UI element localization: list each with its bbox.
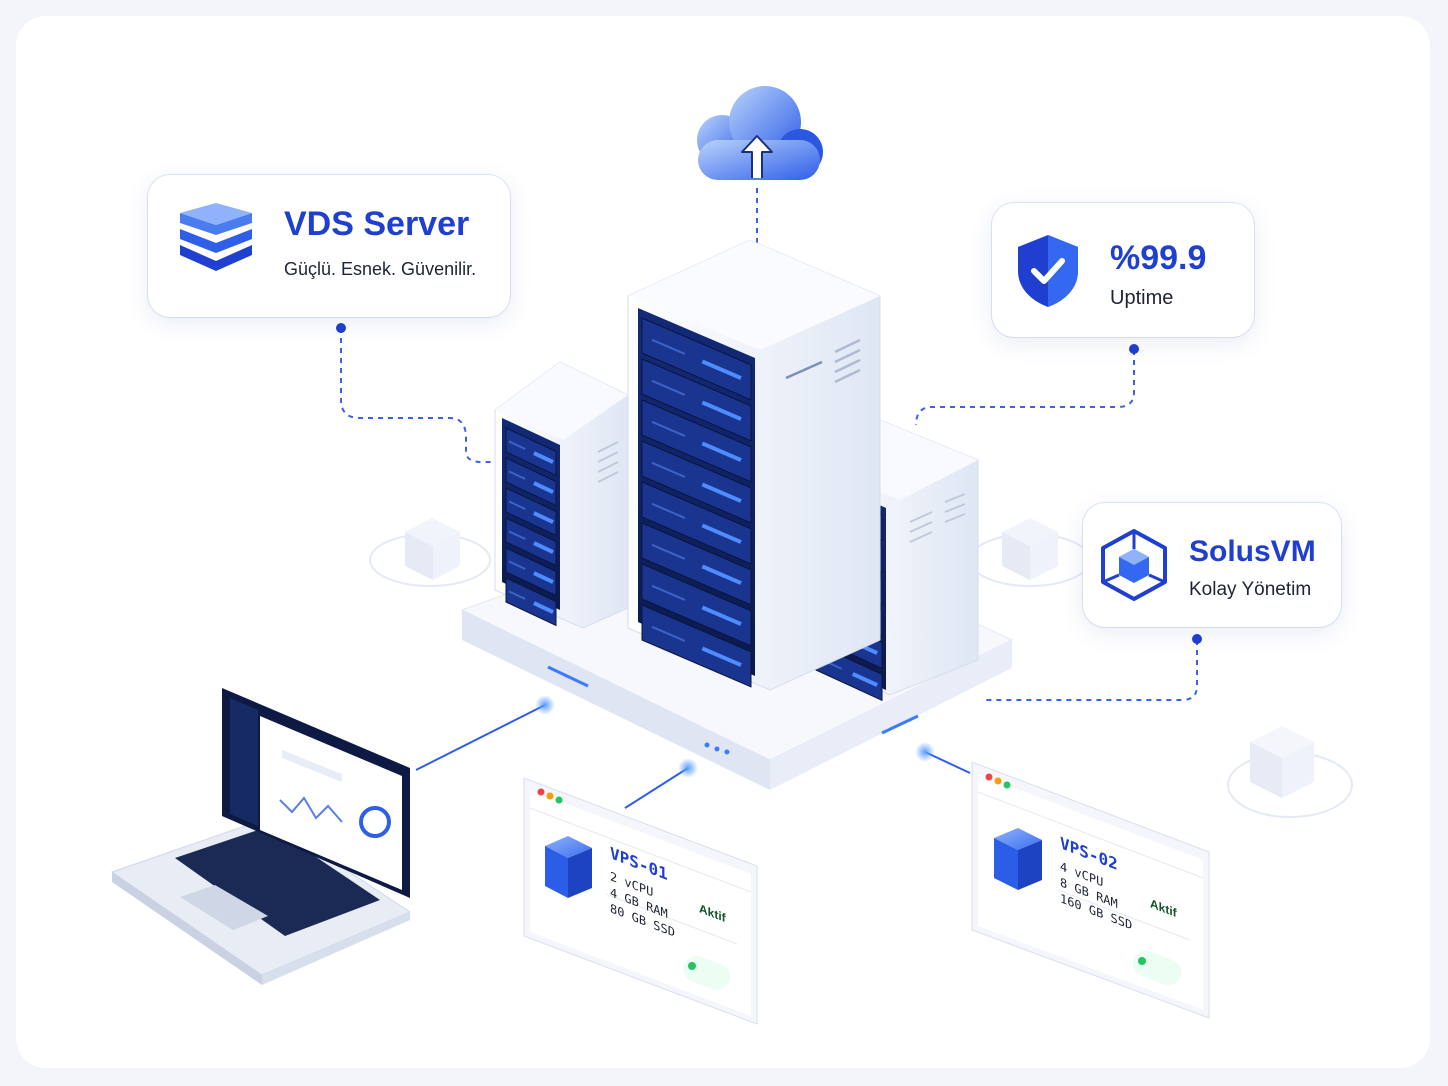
link-glow [535, 695, 555, 715]
rack-unit [641, 481, 752, 565]
layers-icon [180, 203, 252, 271]
rack-slot [651, 461, 686, 478]
rack-slot [651, 543, 686, 560]
decor-cube-right [1002, 518, 1058, 580]
rack-unit [641, 563, 752, 647]
rack-led [701, 646, 742, 667]
rack-led [851, 672, 878, 687]
rack-unit [505, 577, 557, 627]
rack-slot [651, 584, 686, 601]
rack-slot [508, 530, 526, 540]
rack-unit [505, 547, 557, 597]
rack-slot [508, 470, 526, 480]
solusvm-card: SolusVM Kolay Yönetim [1083, 503, 1341, 627]
link-glow [678, 758, 698, 778]
decor-cube-left [405, 518, 460, 580]
cube-icon [1101, 529, 1167, 601]
vds-title: VDS Server [284, 205, 470, 243]
rack-led [533, 511, 554, 524]
decor-cube-far [1250, 726, 1314, 798]
vds-server-card: VDS Server Güçlü. Esnek. Güvenilir. [148, 175, 510, 317]
rack-unit [641, 358, 752, 442]
rack-slot [651, 625, 686, 642]
rack-led [701, 441, 742, 462]
shield-check-icon [1018, 235, 1078, 307]
rack-led [533, 601, 554, 614]
rack-unit [505, 427, 557, 477]
rack-unit [505, 517, 557, 567]
link-glow [915, 742, 935, 762]
uptime-label: Uptime [1110, 287, 1174, 309]
rack-led [701, 523, 742, 544]
rack-led [701, 564, 742, 585]
solusvm-subtitle: Kolay Yönetim [1189, 579, 1312, 600]
rack-unit [505, 457, 557, 507]
uptime-value: %99.9 [1110, 239, 1207, 277]
rack-slot [651, 379, 686, 396]
rack-slot [508, 500, 526, 510]
rack-slot [651, 502, 686, 519]
rack-led [533, 451, 554, 464]
rack-unit [641, 604, 752, 688]
vps-panel-1 [523, 777, 758, 1025]
rack-led [701, 605, 742, 626]
rack-unit [641, 317, 752, 401]
rack-led [533, 571, 554, 584]
rack-led [701, 359, 742, 380]
rack-slot [651, 338, 686, 355]
rack-slot [508, 590, 526, 600]
dashed-connectors [340, 188, 1198, 701]
vps-panel-2 [971, 761, 1210, 1019]
vds-subtitle: Güçlü. Esnek. Güvenilir. [284, 259, 477, 279]
server-tower-main [627, 239, 881, 691]
connector-dot [1192, 634, 1202, 644]
server-tower-left [494, 361, 629, 629]
rack-led [701, 400, 742, 421]
laptop-icon [110, 688, 412, 985]
rack-led [533, 481, 554, 494]
rack-slot [651, 420, 686, 437]
connector-dot [1129, 344, 1139, 354]
connector-dot [336, 323, 346, 333]
rack-led [701, 482, 742, 503]
rack-unit [505, 487, 557, 537]
uptime-card: %99.9 Uptime [992, 203, 1254, 337]
rack-unit [641, 399, 752, 483]
rack-slot [508, 560, 526, 570]
cloud-upload-icon [697, 86, 823, 180]
rack-unit [641, 522, 752, 606]
rack-unit [641, 440, 752, 524]
rack-slot [508, 440, 526, 450]
solusvm-title: SolusVM [1189, 535, 1316, 568]
rack-led [533, 541, 554, 554]
